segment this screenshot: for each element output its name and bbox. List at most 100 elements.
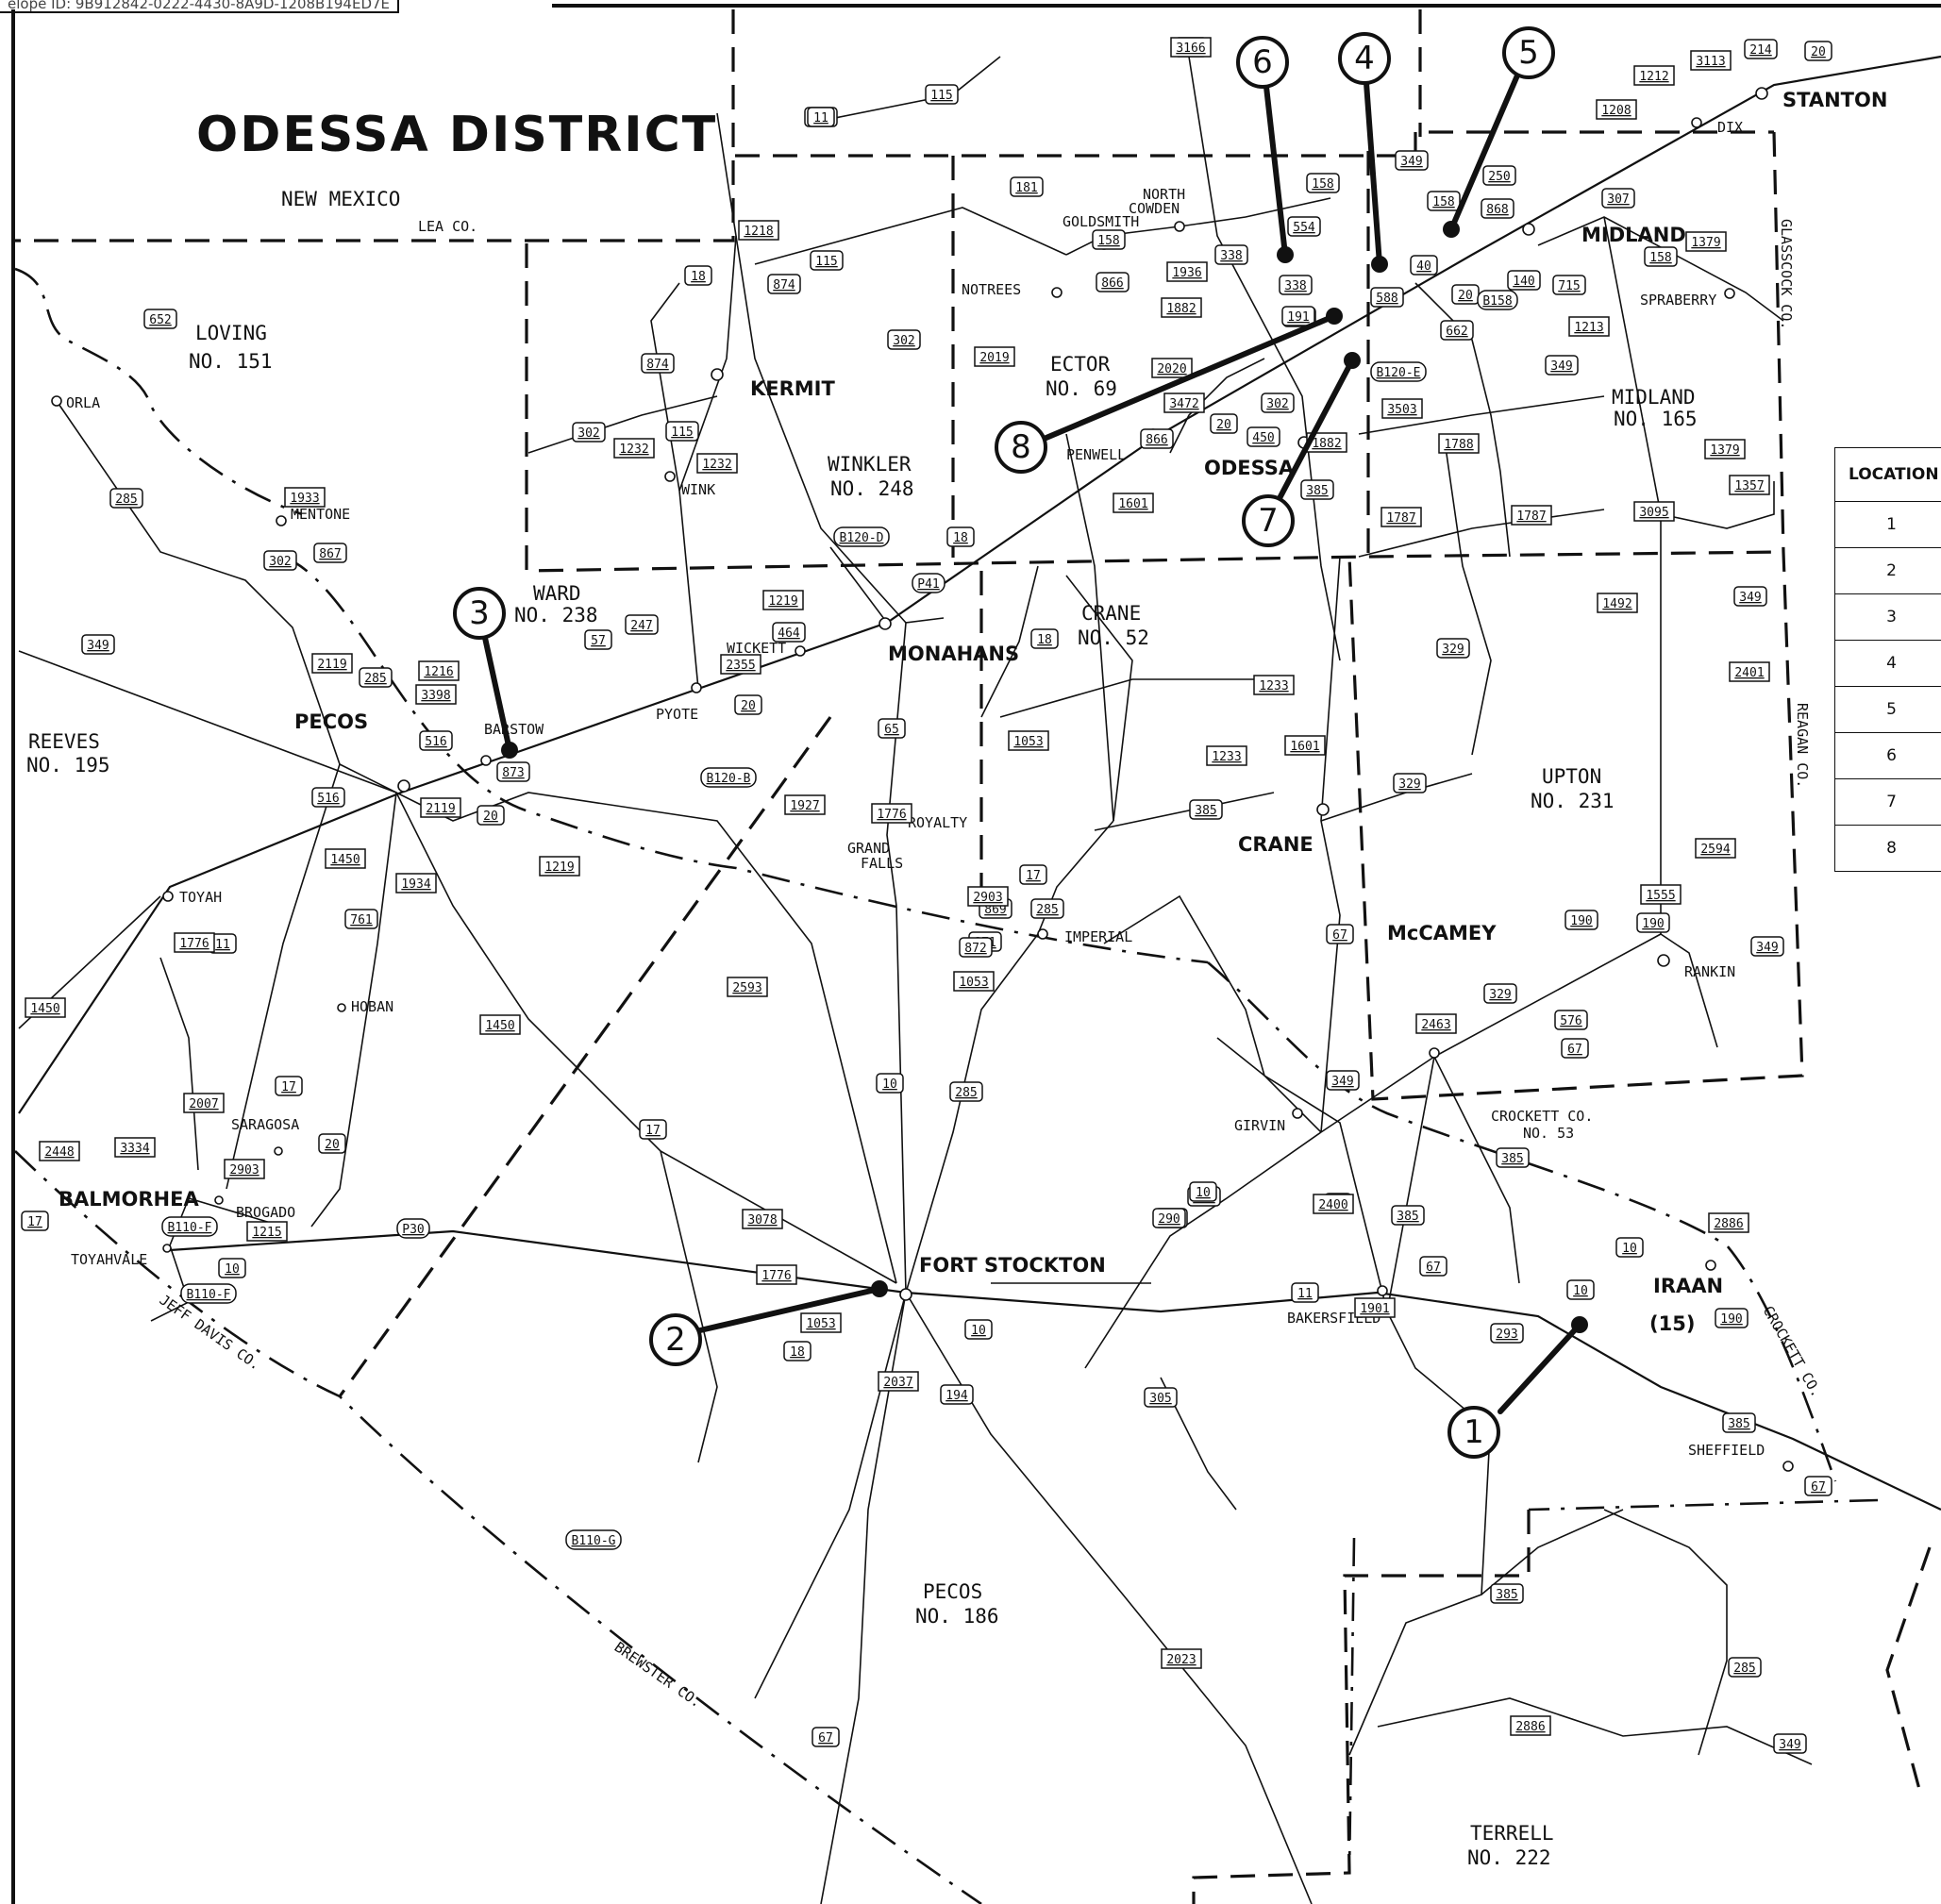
route-shield-label: 2593 <box>732 981 761 995</box>
marker-3-leader <box>482 635 512 753</box>
route-shield-349: 349 <box>1395 150 1429 171</box>
town-north-cowden-line1: NORTH <box>1143 186 1185 203</box>
route-shield-554: 554 <box>1287 216 1321 237</box>
route-shield-label: 285 <box>955 1086 977 1100</box>
route-shield-label: 2019 <box>979 351 1009 365</box>
route-shield-285: 285 <box>949 1081 983 1102</box>
location-row: 5 <box>1834 686 1941 733</box>
route-shield-label: 290 <box>1158 1212 1180 1227</box>
marker-1-dot <box>1571 1316 1588 1333</box>
city-crane: CRANE <box>1238 833 1314 856</box>
route-shield-label: 3503 <box>1387 403 1416 417</box>
route-shield-10: 10 <box>218 1258 246 1278</box>
marker-7-dot <box>1344 352 1361 369</box>
route-shield-57: 57 <box>584 629 612 650</box>
route-shield-450: 450 <box>1247 426 1280 447</box>
route-shield-1450: 1450 <box>25 997 66 1018</box>
route-shield-label: 67 <box>1567 1043 1582 1057</box>
route-shield-385: 385 <box>1391 1205 1425 1226</box>
county-midland-no: NO. 165 <box>1614 408 1698 430</box>
town-rankin: RANKIN <box>1684 963 1735 980</box>
route-shield-label: 3166 <box>1176 42 1205 56</box>
county-winkler-no: NO. 248 <box>830 477 914 500</box>
route-shield-label: 2007 <box>189 1097 218 1111</box>
location-row: 1 <box>1834 501 1941 548</box>
route-shield-715: 715 <box>1552 275 1586 295</box>
route-shield-67: 67 <box>812 1727 840 1747</box>
marker-5-label: 5 <box>1518 34 1539 72</box>
route-shield-338: 338 <box>1279 275 1313 295</box>
route-shield-158: 158 <box>1092 229 1126 250</box>
route-shield-label: 588 <box>1376 292 1397 306</box>
route-shield-label: 11 <box>813 111 828 125</box>
route-shield-label: 247 <box>630 619 652 633</box>
city-labels: KERMIT MONAHANS PECOS ODESSA MIDLAND STA… <box>59 89 1887 1335</box>
route-shield-1776: 1776 <box>871 803 912 824</box>
route-shield-158: 158 <box>1644 246 1678 267</box>
route-shield-label: 158 <box>1312 177 1333 192</box>
route-shield-11: 11 <box>807 107 835 127</box>
route-shield-1357: 1357 <box>1729 475 1770 495</box>
city-monahans: MONAHANS <box>888 643 1019 665</box>
route-shield-label: 385 <box>1496 1588 1517 1602</box>
county-loving-no: NO. 151 <box>189 350 273 373</box>
route-shield-349: 349 <box>1733 586 1767 607</box>
city-balmorhea: BALMORHEA <box>59 1188 199 1211</box>
route-shield-label: 385 <box>1397 1210 1418 1224</box>
route-shield-label: 874 <box>646 358 669 372</box>
town-spraberry: SPRABERRY <box>1640 292 1716 309</box>
route-shield-label: 1216 <box>424 665 453 679</box>
route-shield-label: 516 <box>425 735 446 749</box>
route-shield-label: 67 <box>1332 928 1347 943</box>
route-shield-115: 115 <box>810 250 844 271</box>
route-shield-1787: 1787 <box>1511 505 1552 526</box>
marker-6-label: 6 <box>1252 43 1273 81</box>
county-crane-no: NO. 52 <box>1078 626 1149 649</box>
route-shield-label: 349 <box>1550 359 1572 374</box>
route-shield-label: B120-B <box>707 772 751 786</box>
route-shield-label: 385 <box>1306 484 1328 498</box>
route-shield-2903: 2903 <box>967 886 1009 907</box>
city-midland: MIDLAND <box>1581 224 1686 246</box>
route-shield-385: 385 <box>1189 799 1223 820</box>
route-shield-302: 302 <box>263 550 297 571</box>
route-shield-label: 115 <box>930 89 952 103</box>
route-shield-385: 385 <box>1490 1583 1524 1604</box>
route-shield-label: 67 <box>1811 1480 1826 1495</box>
route-shield-label: 1787 <box>1386 511 1415 526</box>
route-shield-10: 10 <box>1189 1181 1217 1202</box>
location-row: 3 <box>1834 593 1941 641</box>
route-shield-label: 385 <box>1728 1417 1749 1431</box>
marker-8-circle <box>995 421 1047 474</box>
county-ward-no: NO. 238 <box>514 604 598 626</box>
route-shield-label: 57 <box>591 634 606 648</box>
route-shield-190: 190 <box>1636 912 1670 933</box>
town-grandfalls-line2: FALLS <box>861 855 903 872</box>
route-shield-label: 10 <box>1622 1242 1637 1256</box>
state-label-new-mexico: NEW MEXICO <box>281 188 400 210</box>
route-shield-1219: 1219 <box>539 856 580 877</box>
route-shield-label: 1601 <box>1118 497 1147 511</box>
marker-7-circle <box>1242 494 1295 547</box>
route-shield-385: 385 <box>1722 1412 1756 1433</box>
route-shield-1787: 1787 <box>1380 507 1422 527</box>
route-shield-label: 20 <box>1458 289 1473 303</box>
route-shield-label: 10 <box>1573 1284 1588 1298</box>
town-saragosa: SARAGOSA <box>231 1116 299 1133</box>
route-shield-40: 40 <box>1410 255 1438 276</box>
route-shield-label: 866 <box>1146 433 1167 447</box>
route-shield-label: 1357 <box>1734 479 1764 493</box>
marker-2-dot <box>871 1280 888 1297</box>
route-shield-B158: B158 <box>1477 290 1518 310</box>
route-shield-label: 191 <box>1287 310 1309 325</box>
route-shield-label: 2594 <box>1700 843 1730 857</box>
route-shield-2886: 2886 <box>1510 1715 1551 1736</box>
route-shield-label: 1788 <box>1444 438 1473 452</box>
route-shield-1776: 1776 <box>756 1264 797 1285</box>
route-shield-2594: 2594 <box>1695 838 1736 859</box>
route-shield-3334: 3334 <box>114 1137 156 1158</box>
route-shield-label: 285 <box>364 672 386 686</box>
route-shield-285: 285 <box>1728 1657 1762 1678</box>
route-shield-872: 872 <box>959 937 993 958</box>
location-table-header: LOCATION <box>1834 447 1941 502</box>
